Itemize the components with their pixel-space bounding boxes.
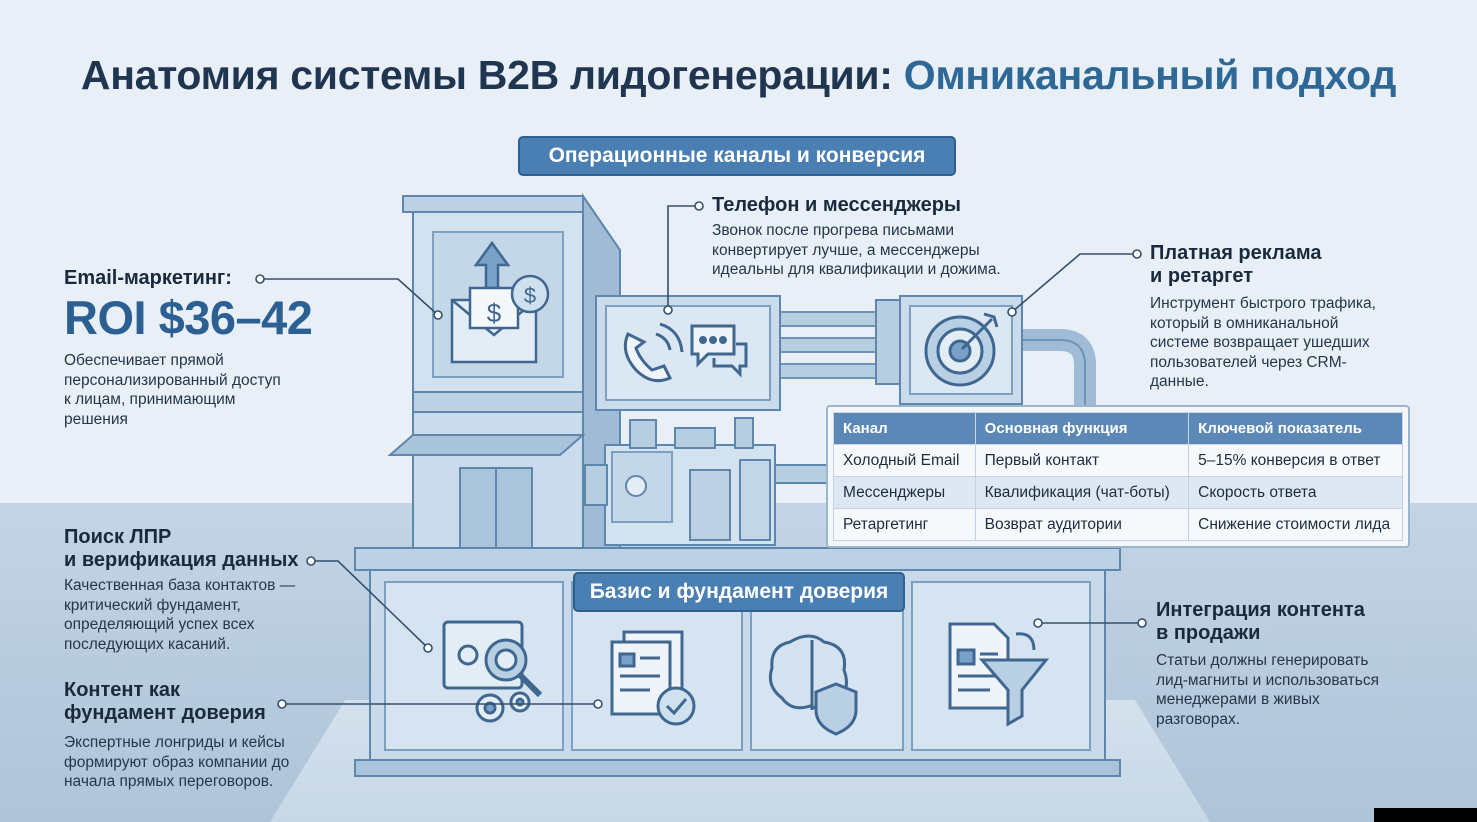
document-funnel-icon [948, 622, 1050, 727]
callout-ads-text: Инструмент быстрого трафика, который в о… [1150, 294, 1450, 392]
table-row: Ретаргетинг Возврат аудитории Снижение с… [833, 508, 1403, 541]
callout-email-text: Обеспечивает прямой персонализированный … [64, 351, 364, 429]
content-heading-line: фундамент доверия [64, 702, 266, 724]
title-main: Анатомия системы B2B лидогенерации: [80, 52, 893, 98]
ads-line: который в омниканальной [1150, 314, 1339, 332]
lpr-heading-line: и верификация данных [64, 549, 299, 571]
chat-icon [690, 324, 748, 378]
callout-content: Контент как фундамент доверия Экспертные… [64, 679, 354, 792]
table-cell: Ретаргетинг [833, 508, 976, 541]
table-cell: Первый контакт [974, 444, 1190, 477]
integration-line: лид-магниты и использоваться [1156, 671, 1379, 689]
callout-email: Email-маркетинг: ROI $36–42 Обеспечивает… [64, 267, 364, 429]
table-row: Холодный Email Первый контакт 5–15% конв… [833, 444, 1403, 477]
callout-email-roi: ROI $36–42 [64, 291, 313, 344]
ads-line: пользователей через CRM- [1150, 353, 1347, 371]
callout-content-text: Экспертные лонгриды и кейсы формируют об… [64, 733, 354, 792]
callout-phone-heading: Телефон и мессенджеры [712, 194, 961, 216]
callout-ads-heading: Платная реклама и ретаргет [1150, 242, 1450, 288]
title-accent: Омниканальный подход [903, 52, 1397, 98]
callout-lpr-heading: Поиск ЛПР и верификация данных [64, 526, 354, 572]
table-cell: Холодный Email [833, 444, 976, 477]
content-line: формируют образ компании до [64, 753, 290, 771]
integration-line: разговорах. [1156, 710, 1241, 728]
phone-line: конвертирует лучше, а мессенджеры [712, 241, 980, 259]
callout-phone-text: Звонок после прогрева письмами конвертир… [712, 221, 1072, 280]
callout-lpr-text: Качественная база контактов — критически… [64, 576, 354, 654]
callout-ads: Платная реклама и ретаргет Инструмент бы… [1150, 242, 1450, 392]
svg-text:$: $ [487, 298, 502, 328]
email-line: Обеспечивает прямой [64, 352, 224, 369]
lpr-heading-line: Поиск ЛПР [64, 526, 172, 548]
ads-heading-line: и ретаргет [1150, 265, 1254, 287]
table-cell: Мессенджеры [833, 476, 976, 509]
ads-line: системе возвращает ушедших [1150, 334, 1370, 351]
ads-heading-line: Платная реклама [1150, 242, 1322, 264]
lpr-line: критический фундамент, [64, 596, 241, 614]
safe-search-icon [442, 620, 543, 698]
table-cell: Возврат аудитории [974, 508, 1190, 541]
lpr-line: определяющий успех всех [64, 616, 255, 633]
callout-integration: Интеграция контента в продажи Статьи дол… [1156, 599, 1456, 729]
gears-icon [475, 691, 531, 723]
table-cell: Снижение стоимости лида [1188, 508, 1403, 541]
table-header-row: Канал Основная функция Ключевой показате… [833, 412, 1403, 445]
ads-line: данные. [1150, 373, 1209, 390]
table-cell: Скорость ответа [1188, 476, 1403, 509]
svg-text:$: $ [524, 283, 536, 308]
callout-phone: Телефон и мессенджеры Звонок после прогр… [712, 194, 1072, 280]
table-header-cell: Ключевой показатель [1188, 412, 1403, 445]
table-header-cell: Основная функция [974, 412, 1190, 445]
email-line: персонализированный доступ [64, 371, 281, 389]
page-title: Анатомия системы B2B лидогенерации: Омни… [0, 52, 1477, 99]
integration-line: Статьи должны генерировать [1156, 652, 1369, 669]
documents-check-icon [610, 630, 696, 726]
integration-heading-line: в продажи [1156, 622, 1261, 644]
target-icon [924, 312, 999, 387]
section-operational-channels: Операционные каналы и конверсия [518, 136, 956, 176]
brain-shield-icon [768, 634, 858, 736]
channel-table: Канал Основная функция Ключевой показате… [826, 405, 1410, 548]
section-trust-foundation: Базис и фундамент доверия [573, 572, 905, 612]
integration-heading-line: Интеграция контента [1156, 599, 1365, 621]
lpr-line: Качественная база контактов — [64, 577, 296, 594]
ads-line: Инструмент быстрого трафика, [1150, 295, 1376, 312]
callout-integration-text: Статьи должны генерировать лид-магниты и… [1156, 651, 1456, 729]
email-line: к лицам, принимающим [64, 391, 236, 408]
email-line: решения [64, 410, 128, 428]
phone-icon [623, 322, 684, 383]
phone-line: идеальны для квалификации и дожима. [712, 261, 1001, 278]
corner-bar [1374, 808, 1477, 822]
callout-integration-heading: Интеграция контента в продажи [1156, 599, 1456, 645]
table-row: Мессенджеры Квалификация (чат-боты) Скор… [833, 476, 1403, 509]
lpr-line: последующих касаний. [64, 635, 231, 653]
callout-email-heading: Email-маркетинг: [64, 267, 232, 289]
table-header-cell: Канал [833, 412, 976, 445]
phone-line: Звонок после прогрева письмами [712, 222, 955, 239]
table-cell: 5–15% конверсия в ответ [1188, 444, 1403, 477]
envelope-dollar-icon: $ $ [450, 240, 550, 364]
table-cell: Квалификация (чат-боты) [974, 476, 1190, 509]
content-heading-line: Контент как [64, 679, 180, 701]
content-line: Экспертные лонгриды и кейсы [64, 734, 285, 751]
callout-content-heading: Контент как фундамент доверия [64, 679, 354, 725]
integration-line: менеджерами в живых [1156, 691, 1320, 708]
callout-lpr: Поиск ЛПР и верификация данных Качествен… [64, 526, 354, 654]
content-line: начала прямых переговоров. [64, 773, 274, 790]
